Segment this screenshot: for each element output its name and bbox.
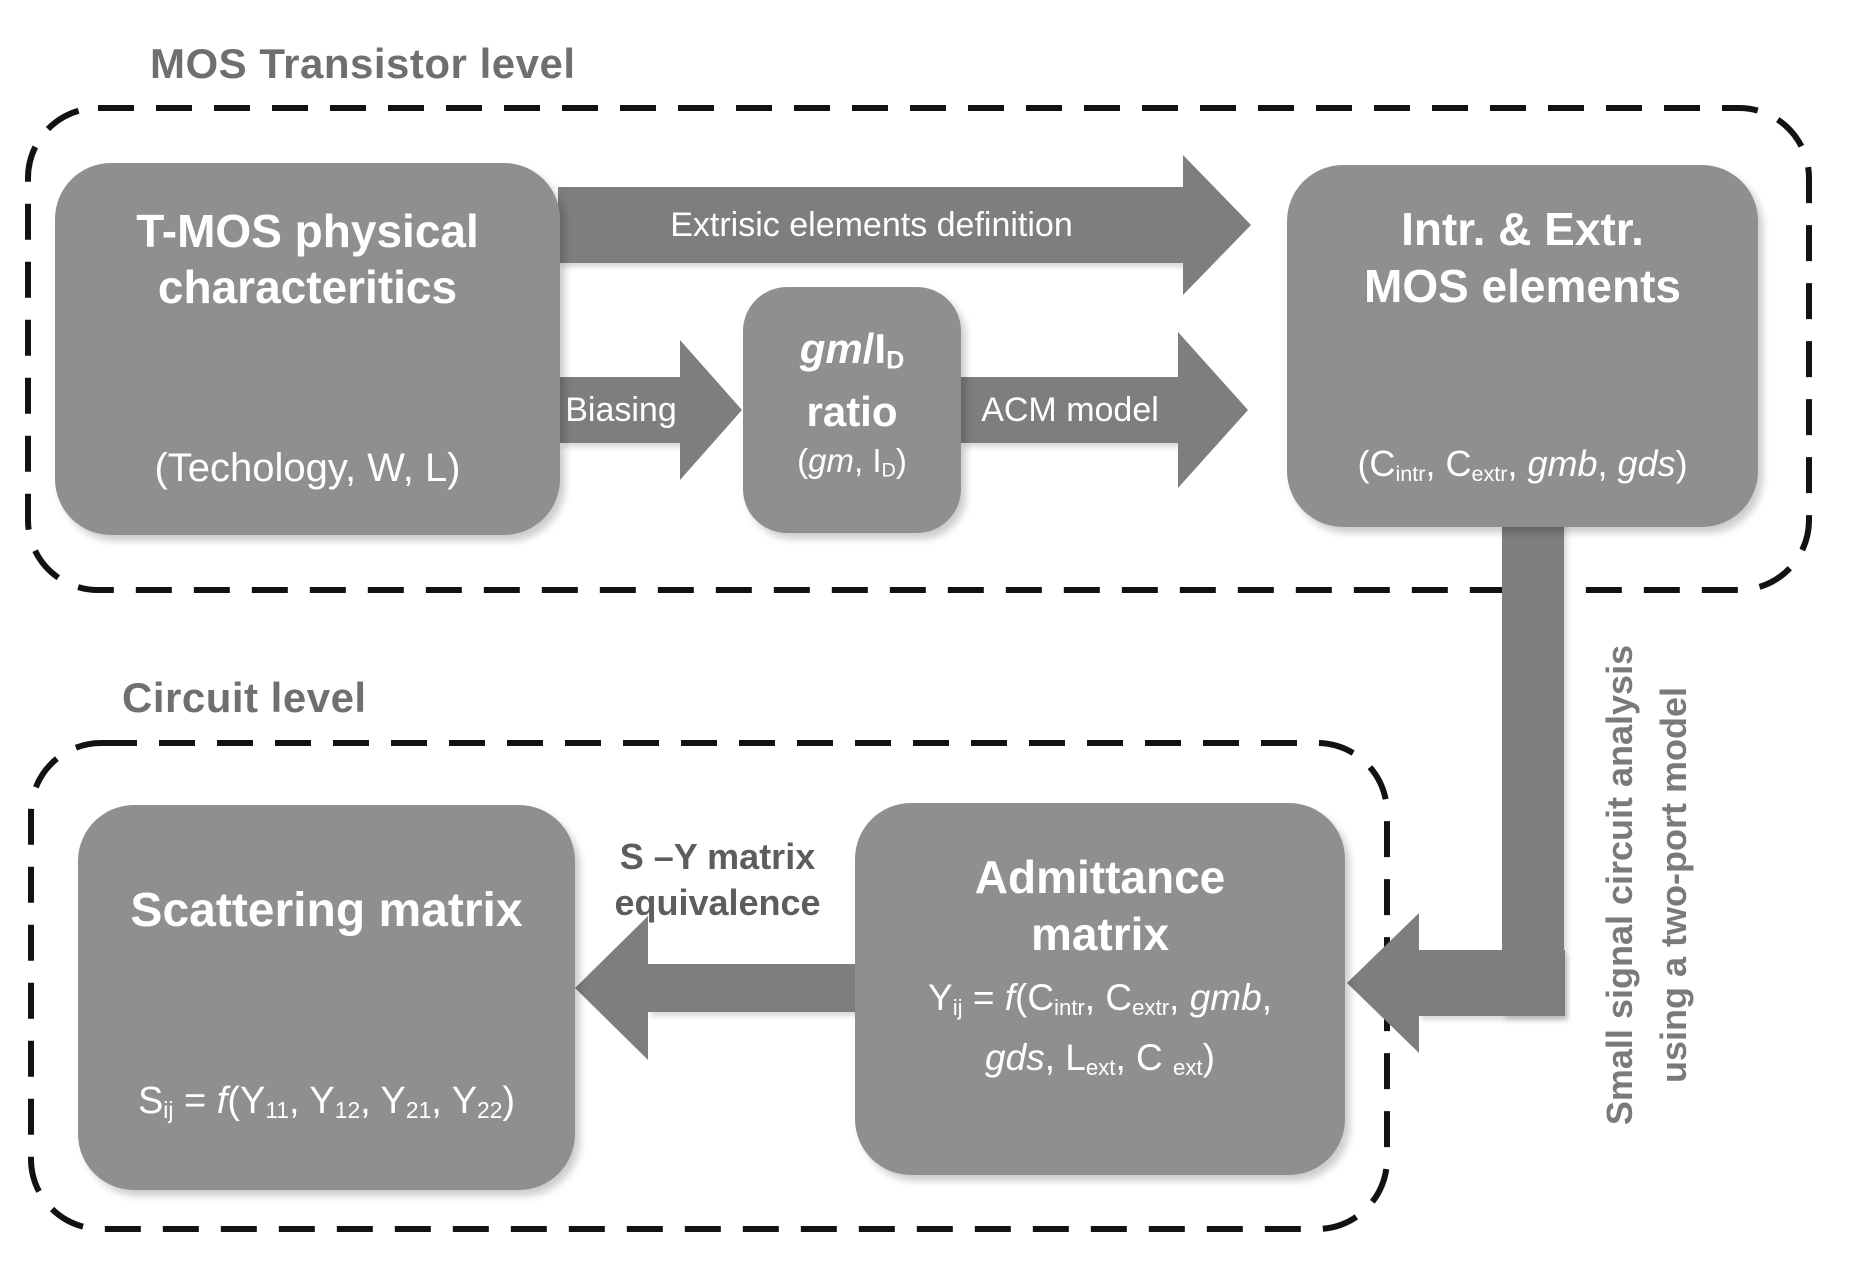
gmid-title-line2: ratio (806, 388, 898, 436)
acm-arrow-shaft: ACM model (960, 377, 1180, 443)
extrinsic-arrow-label: Extrisic elements definition (670, 205, 1073, 244)
tmos-box: T-MOS physical characteritics (Techology… (55, 163, 560, 535)
tmos-title: T-MOS physical characteritics (65, 203, 550, 315)
sy-arrow-label-line1: S –Y matrix (619, 836, 816, 877)
scattering-box: Scattering matrix Sij = f(Y11, Y12, Y21,… (78, 805, 575, 1190)
scattering-title: Scattering matrix (130, 884, 523, 937)
two-port-arrow-label: Small signal circuit analysis using a tw… (1593, 595, 1703, 1175)
circuit-level-container (28, 740, 1390, 1232)
scattering-formula: Sij = f(Y11, Y12, Y21, Y22) (137, 1079, 516, 1123)
tmos-title-line2: characteritics (157, 261, 458, 313)
admittance-formula: Yij = f(Cintr, Cextr, gmb, gds, Lext, C … (861, 973, 1339, 1093)
two-port-arrow-vertical-shaft (1502, 492, 1564, 1016)
sy-arrow-label-line2: equivalence (614, 882, 821, 923)
circuit-level-label: Circuit level (122, 674, 367, 721)
biasing-arrow-head-icon (680, 340, 742, 480)
extrinsic-arrow-shaft: Extrisic elements definition (558, 187, 1185, 263)
acm-arrow-label: ACM model (981, 390, 1159, 429)
sy-arrow-shaft (648, 964, 857, 1012)
sy-arrow-head-icon (575, 916, 648, 1060)
intr-extr-title: Intr. & Extr. MOS elements (1295, 201, 1750, 315)
admittance-title-line2: matrix (1030, 908, 1170, 960)
gmid-title: gm/ID (799, 324, 905, 375)
intr-extr-formula: (Cintr, Cextr, gmb, gds) (1357, 443, 1688, 486)
two-port-arrow-label-line2: using a two-port model (1653, 687, 1694, 1083)
tmos-subtitle: (Techology, W, L) (154, 446, 461, 490)
acm-arrow-head-icon (1178, 332, 1248, 488)
two-port-arrow-head-icon (1347, 913, 1419, 1053)
admittance-formula-line1: Yij = f(Cintr, Cextr, gmb, (928, 977, 1272, 1020)
intr-extr-title-line2: MOS elements (1364, 260, 1681, 312)
admittance-title-line1: Admittance (974, 851, 1226, 903)
admittance-box: Admittance matrix Yij = f(Cintr, Cextr, … (855, 803, 1345, 1175)
biasing-arrow-label: Biasing (565, 390, 677, 429)
mos-level-label: MOS Transistor level (150, 40, 576, 87)
intr-extr-box: Intr. & Extr. MOS elements (Cintr, Cextr… (1287, 165, 1758, 527)
sy-arrow-label: S –Y matrix equivalence (585, 834, 850, 926)
mos-level-container (25, 105, 1812, 593)
tmos-title-line1: T-MOS physical (136, 205, 479, 257)
gmid-subtitle: (gm, ID) (797, 442, 907, 482)
two-port-arrow-label-line1: Small signal circuit analysis (1599, 644, 1640, 1126)
admittance-title: Admittance matrix (861, 849, 1339, 963)
extrinsic-arrow-head-icon (1183, 155, 1251, 295)
gmid-box: gm/ID ratio (gm, ID) (743, 287, 961, 533)
biasing-arrow-shaft: Biasing (560, 377, 682, 443)
two-port-arrow-horizontal-shaft (1419, 950, 1565, 1016)
admittance-formula-line2: gds, Lext, C ext) (985, 1036, 1215, 1080)
intr-extr-title-line1: Intr. & Extr. (1401, 203, 1644, 255)
